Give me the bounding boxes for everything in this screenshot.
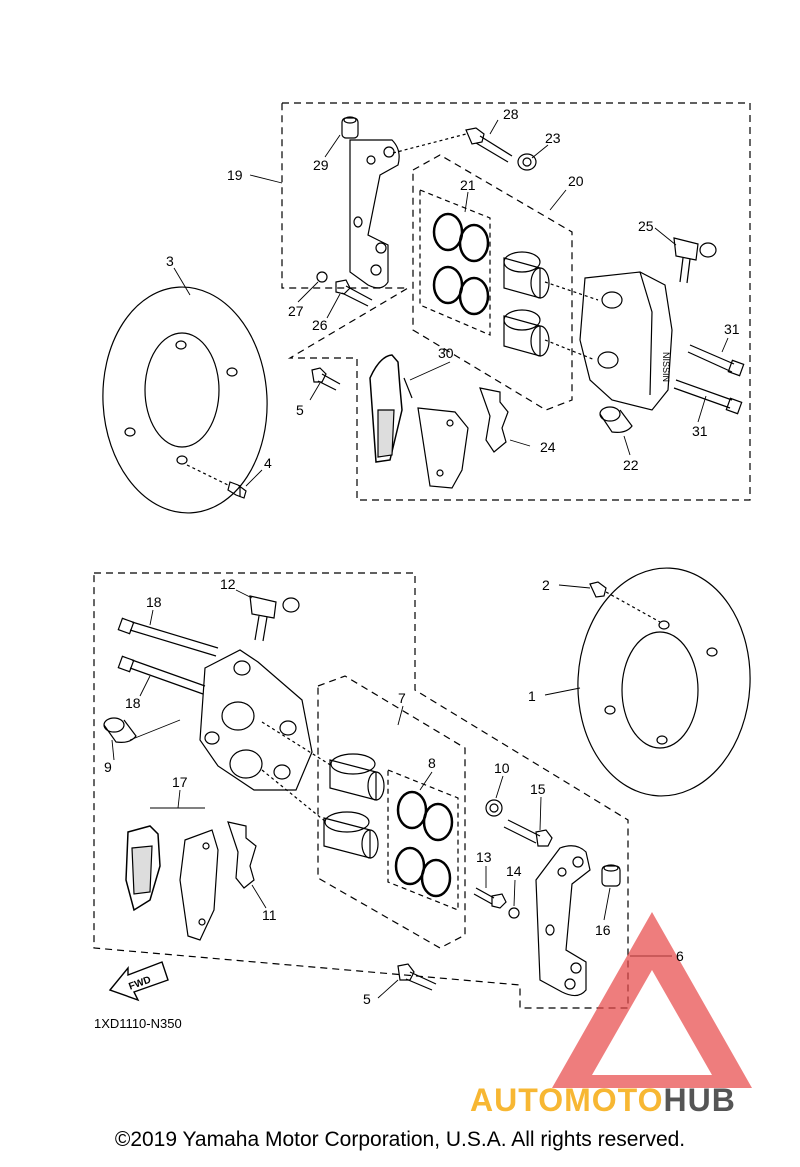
- callout-17: 17: [172, 774, 188, 790]
- watermark-logo-icon: [552, 912, 752, 1088]
- svg-text:NISSIN: NISSIN: [661, 352, 671, 382]
- pin-bolt-28: [392, 127, 513, 163]
- slide-pins-31: [673, 344, 745, 415]
- sleeve-9: [103, 717, 137, 743]
- bracket-bolt-5-lower: [397, 963, 437, 991]
- washer-27: [316, 271, 328, 283]
- group-boundary-19: [281, 102, 751, 501]
- callout-21: 21: [460, 177, 476, 193]
- slide-pins-18: [117, 617, 219, 695]
- piston-seals-8: [394, 790, 454, 898]
- group-boundary-6: [93, 572, 629, 1009]
- watermark-text: AUTOMOTOHUB: [470, 1082, 736, 1119]
- brake-disc-3: [102, 286, 268, 514]
- callout-31-b: 31: [692, 423, 708, 439]
- callout-5-lower: 5: [363, 991, 371, 1007]
- pin-bolt-15: [503, 819, 553, 847]
- callout-11: 11: [262, 907, 277, 923]
- callout-31-a: 31: [724, 321, 740, 337]
- bleeder-valve-25: [673, 237, 717, 284]
- bracket-bolt-5-upper: [311, 367, 341, 391]
- callout-16: 16: [595, 922, 611, 938]
- callout-19: 19: [227, 167, 243, 183]
- callout-22: 22: [623, 457, 639, 473]
- callout-25: 25: [638, 218, 654, 234]
- washer-14: [508, 907, 520, 919]
- callout-14: 14: [506, 863, 522, 879]
- caliper-bracket-lower: [535, 845, 591, 997]
- callout-10: 10: [494, 760, 510, 776]
- callout-20: 20: [568, 173, 584, 189]
- callout-9: 9: [104, 759, 112, 775]
- caliper-body-lower: [199, 649, 313, 791]
- nut-10: [485, 799, 503, 817]
- callout-15: 15: [530, 781, 546, 797]
- callout-6: 6: [676, 948, 684, 964]
- sleeve-16: [601, 864, 621, 887]
- brake-disc-1: [577, 567, 751, 797]
- pad-spring-11: [227, 821, 257, 889]
- pistons-lower: [323, 753, 385, 859]
- group-boundary-7: [317, 675, 466, 949]
- callout-26: 26: [312, 317, 328, 333]
- group-boundary-20: [412, 154, 573, 411]
- callout-28: 28: [503, 106, 519, 122]
- bolt-13: [473, 887, 507, 909]
- callout-13: 13: [476, 849, 492, 865]
- callout-7: 7: [398, 690, 406, 706]
- callout-24: 24: [540, 439, 556, 455]
- bolt-26: [335, 279, 373, 307]
- callout-18-b: 18: [125, 695, 141, 711]
- nut-23: [517, 153, 537, 171]
- caliper-body-20: NISSIN: [579, 271, 673, 411]
- callout-4: 4: [264, 455, 272, 471]
- callout-30: 30: [438, 345, 454, 361]
- callout-3: 3: [166, 253, 174, 269]
- disc-bolt-2: [589, 581, 661, 623]
- copyright-notice: ©2019 Yamaha Motor Corporation, U.S.A. A…: [114, 1128, 686, 1151]
- sleeve-22: [599, 406, 633, 433]
- group-boundary-21: [419, 189, 491, 336]
- brake-pads-30: [369, 354, 469, 489]
- callout-27: 27: [288, 303, 304, 319]
- callout-29: 29: [313, 157, 329, 173]
- watermark-hub: HUB: [663, 1082, 736, 1118]
- brake-pads-17: [125, 825, 219, 941]
- watermark-auto: AUTO: [470, 1082, 565, 1118]
- leader-lines: [111, 119, 729, 999]
- forward-arrow-icon: [108, 961, 169, 1002]
- piston-seals-21: [432, 212, 490, 316]
- bleeder-valve-12: [249, 595, 300, 642]
- sleeve-29: [341, 116, 359, 139]
- group-boundary-8: [387, 769, 459, 911]
- callout-labels: 19 3 4 5 27 26 29 28 23 20 21 25 31 31 2…: [94, 106, 740, 1031]
- callout-5-upper: 5: [296, 402, 304, 418]
- callout-23: 23: [545, 130, 561, 146]
- watermark-moto: MOTO: [564, 1082, 664, 1118]
- callout-1: 1: [528, 688, 536, 704]
- pad-spring-24: [479, 387, 509, 453]
- diagram-code: 1XD1110-N350: [94, 1016, 182, 1031]
- callout-8: 8: [428, 755, 436, 771]
- pistons-upper: [503, 251, 550, 357]
- caliper-bracket-19: [349, 139, 400, 289]
- callout-12: 12: [220, 576, 236, 592]
- callout-2: 2: [542, 577, 550, 593]
- disc-bolt-4: [186, 464, 247, 499]
- callout-18-a: 18: [146, 594, 162, 610]
